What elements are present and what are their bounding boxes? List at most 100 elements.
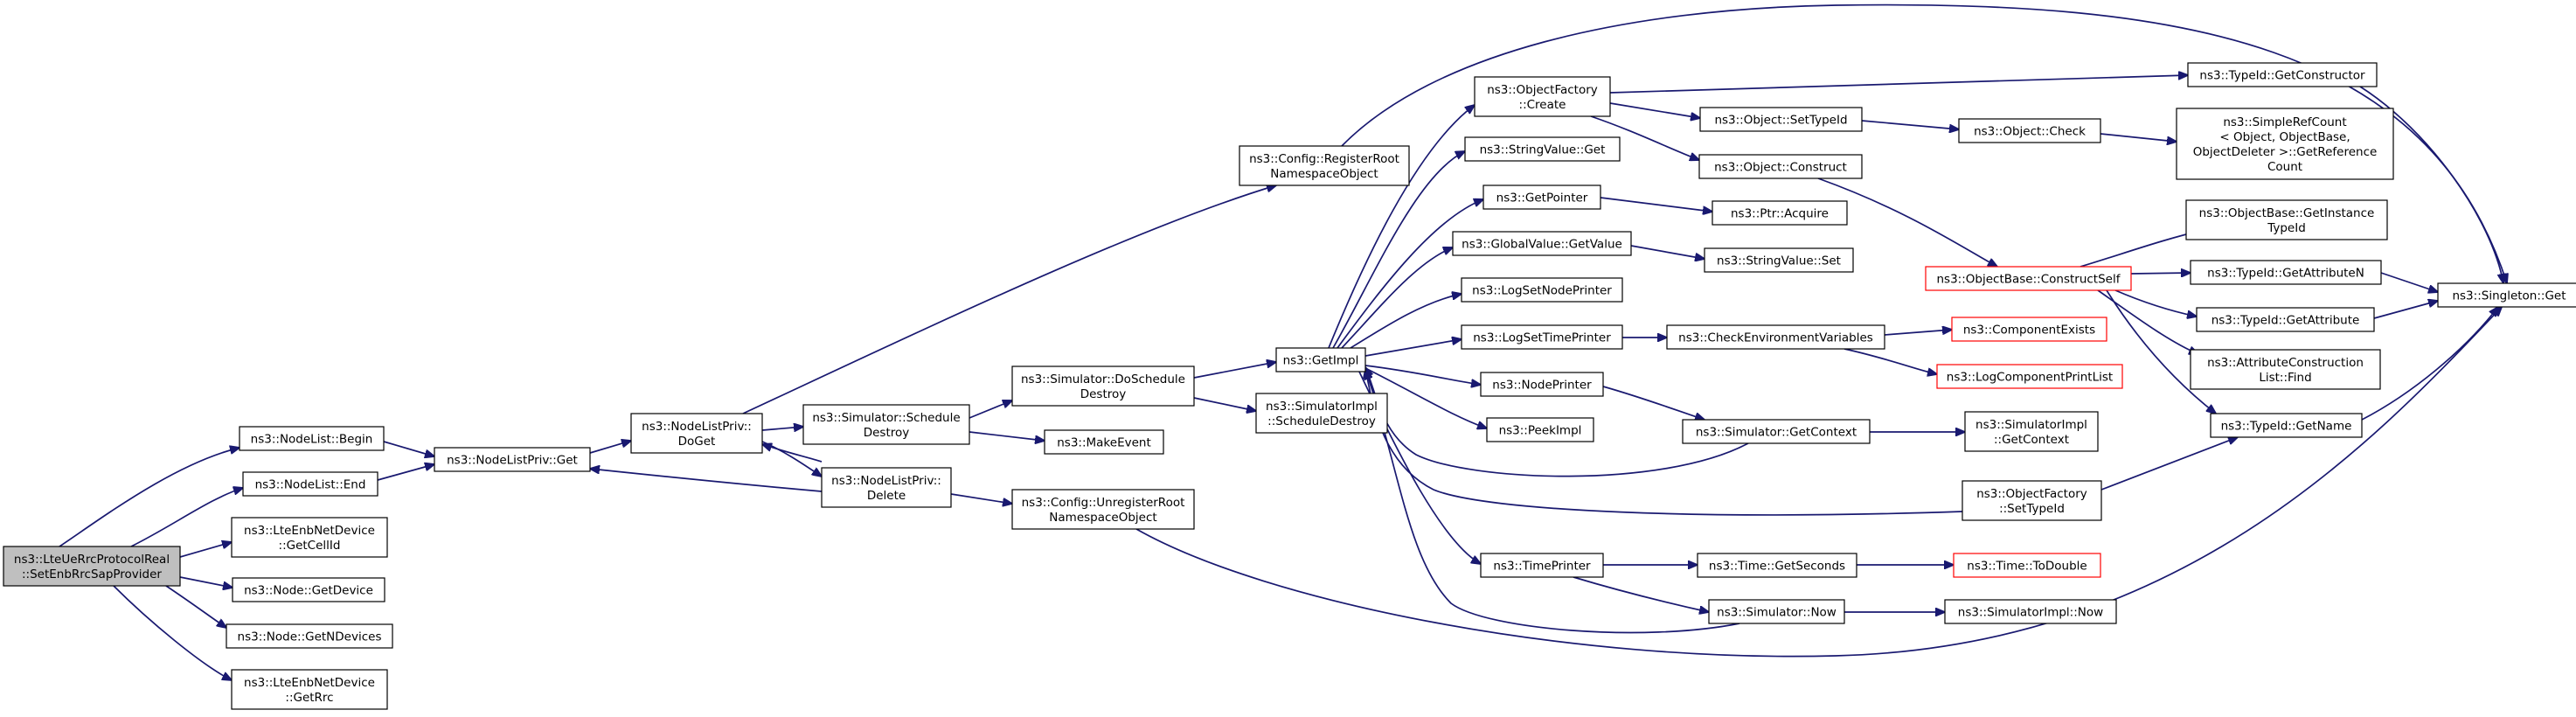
edge-timeprinter-to-simnow xyxy=(1573,576,1709,612)
edge-ofsettypeid-to-tidgetname xyxy=(2100,437,2238,491)
node-unregroot[interactable]: ns3::Config::UnregisterRootNamespaceObje… xyxy=(1011,489,1195,530)
node-box xyxy=(1704,247,1854,273)
node-simnow[interactable]: ns3::Simulator::Now xyxy=(1708,599,1845,624)
node-getcellid[interactable]: ns3::LteEnbNetDevice::GetCellId xyxy=(231,517,388,558)
node-getdevice[interactable]: ns3::Node::GetDevice xyxy=(232,577,385,602)
node-label: TypeId xyxy=(2267,221,2306,235)
node-getimpl[interactable]: ns3::GetImpl xyxy=(1275,347,1366,372)
node-ofcreate[interactable]: ns3::ObjectFactory::Create xyxy=(1474,76,1611,117)
node-tidgetname[interactable]: ns3::TypeId::GetName xyxy=(2210,413,2363,438)
edge-schedestroy-to-doschedestroy xyxy=(969,400,1012,419)
node-box xyxy=(3,546,181,587)
node-label: ns3::SimulatorImpl::Now xyxy=(1958,606,2103,620)
edge-nlbegin-to-nlpget xyxy=(383,441,434,456)
edge-getimpl-to-lognodeprinter xyxy=(1350,294,1462,349)
node-label: ns3::TypeId::GetAttribute xyxy=(2211,314,2360,328)
node-objcheck[interactable]: ns3::Object::Check xyxy=(1958,118,2101,143)
edge-getimpl-to-peekimpl xyxy=(1364,367,1487,428)
edge-nodeprinter-to-simgetcontext xyxy=(1602,386,1705,420)
node-label: ns3::ObjectBase::GetInstance xyxy=(2199,206,2375,220)
node-box xyxy=(1925,266,2132,291)
node-getndevices[interactable]: ns3::Node::GetNDevices xyxy=(226,623,393,649)
node-nlpdelete[interactable]: ns3::NodeListPriv::Delete xyxy=(821,467,952,508)
node-label: ns3::Time::ToDouble xyxy=(1967,560,2086,574)
node-componentexists[interactable]: ns3::ComponentExists xyxy=(1951,317,2107,342)
node-nodeprinter[interactable]: ns3::NodePrinter xyxy=(1480,372,1604,397)
edge-constructself-to-getattributen xyxy=(2130,273,2191,274)
node-root[interactable]: ns3::LteUeRrcProtocolReal::SetEnbRrcSapP… xyxy=(3,546,181,587)
node-box xyxy=(1944,599,2117,624)
node-box xyxy=(1011,365,1195,407)
node-label: Delete xyxy=(867,489,906,503)
node-label: ns3::Simulator::Schedule xyxy=(812,411,960,425)
node-strget[interactable]: ns3::StringValue::Get xyxy=(1464,136,1621,162)
node-box xyxy=(1712,200,1848,226)
node-nlpget[interactable]: ns3::NodeListPriv::Get xyxy=(434,447,591,472)
node-label: ns3::PeekImpl xyxy=(1499,424,1582,438)
node-constructself[interactable]: ns3::ObjectBase::ConstructSelf xyxy=(1925,266,2132,291)
edge-root-to-getrrc xyxy=(113,585,232,680)
node-singletonget[interactable]: ns3::Singleton::Get xyxy=(2437,282,2576,308)
node-makeevent[interactable]: ns3::MakeEvent xyxy=(1044,429,1164,455)
edge-root-to-nlbegin xyxy=(59,448,240,547)
node-box xyxy=(630,413,763,454)
node-label: ns3::Object::Check xyxy=(1974,125,2086,139)
edge-ofcreate-to-objconstruct xyxy=(1590,115,1699,160)
node-ofsettypeid[interactable]: ns3::ObjectFactory::SetTypeId xyxy=(1962,480,2102,521)
edge-getimpl-to-ofcreate xyxy=(1328,105,1475,349)
node-label: ns3::NodeList::End xyxy=(255,478,366,492)
node-tidgetconstructor[interactable]: ns3::TypeId::GetConstructor xyxy=(2187,62,2378,87)
node-label: DoGet xyxy=(678,435,716,449)
node-nlend[interactable]: ns3::NodeList::End xyxy=(242,471,378,497)
node-objsettypeid[interactable]: ns3::Object::SetTypeId xyxy=(1699,107,1863,132)
node-todouble[interactable]: ns3::Time::ToDouble xyxy=(1953,553,2101,578)
node-label: ns3::StringValue::Get xyxy=(1480,143,1606,157)
node-label: ::GetCellId xyxy=(279,539,341,553)
node-objconstruct[interactable]: ns3::Object::Construct xyxy=(1698,154,1863,179)
node-lognodeprinter[interactable]: ns3::LogSetNodePrinter xyxy=(1461,277,1623,303)
node-logcomplist[interactable]: ns3::LogComponentPrintList xyxy=(1936,364,2123,389)
node-simimplnow[interactable]: ns3::SimulatorImpl::Now xyxy=(1944,599,2117,624)
node-box xyxy=(2187,62,2378,87)
edge-unregroot-to-singletonget xyxy=(1135,307,2502,658)
node-box xyxy=(242,471,378,497)
node-label: NamespaceObject xyxy=(1049,511,1156,525)
edge-getattribute-to-singletonget xyxy=(2373,301,2438,319)
edge-nlpdoget-to-regroot xyxy=(742,185,1276,414)
node-label: ns3::Ptr::Acquire xyxy=(1731,207,1829,221)
node-box xyxy=(1699,107,1863,132)
node-logtimeprinter[interactable]: ns3::LogSetTimePrinter xyxy=(1461,324,1623,350)
node-label: ns3::SimulatorImpl xyxy=(1975,418,2087,432)
edge-tidgetname-to-singletonget xyxy=(2361,307,2498,421)
node-simplerefcount[interactable]: ns3::SimpleRefCount< Object, ObjectBase,… xyxy=(2176,108,2394,180)
node-getattributen[interactable]: ns3::TypeId::GetAttributeN xyxy=(2190,260,2382,285)
node-simimplgetctx[interactable]: ns3::SimulatorImpl::GetContext xyxy=(1964,411,2099,452)
node-box xyxy=(1239,145,1410,186)
node-box xyxy=(1452,231,1632,256)
node-peekimpl[interactable]: ns3::PeekImpl xyxy=(1486,417,1594,442)
node-label: ns3::NodePrinter xyxy=(1492,379,1592,393)
node-timegetseconds[interactable]: ns3::Time::GetSeconds xyxy=(1697,553,1857,578)
node-label: ns3::Object::Construct xyxy=(1714,161,1847,175)
node-timeprinter[interactable]: ns3::TimePrinter xyxy=(1480,553,1604,578)
node-getpointer[interactable]: ns3::GetPointer xyxy=(1482,184,1601,210)
node-ptracquire[interactable]: ns3::Ptr::Acquire xyxy=(1712,200,1848,226)
node-strset[interactable]: ns3::StringValue::Set xyxy=(1704,247,1854,273)
node-getattribute[interactable]: ns3::TypeId::GetAttribute xyxy=(2196,307,2375,332)
node-nlpdoget[interactable]: ns3::NodeListPriv::DoGet xyxy=(630,413,763,454)
node-simgetcontext[interactable]: ns3::Simulator::GetContext xyxy=(1682,419,1871,444)
node-box xyxy=(1958,118,2101,143)
node-label: ns3::Config::UnregisterRoot xyxy=(1022,496,1185,510)
node-box xyxy=(1697,553,1857,578)
node-getrrc[interactable]: ns3::LteEnbNetDevice::GetRrc xyxy=(231,669,388,710)
node-gvgetvalue[interactable]: ns3::GlobalValue::GetValue xyxy=(1452,231,1632,256)
node-nlbegin[interactable]: ns3::NodeList::Begin xyxy=(239,426,385,451)
node-simimplsd[interactable]: ns3::SimulatorImpl::ScheduleDestroy xyxy=(1255,393,1388,434)
node-checkenv[interactable]: ns3::CheckEnvironmentVariables xyxy=(1666,324,1885,350)
node-schedestroy[interactable]: ns3::Simulator::ScheduleDestroy xyxy=(802,404,970,445)
